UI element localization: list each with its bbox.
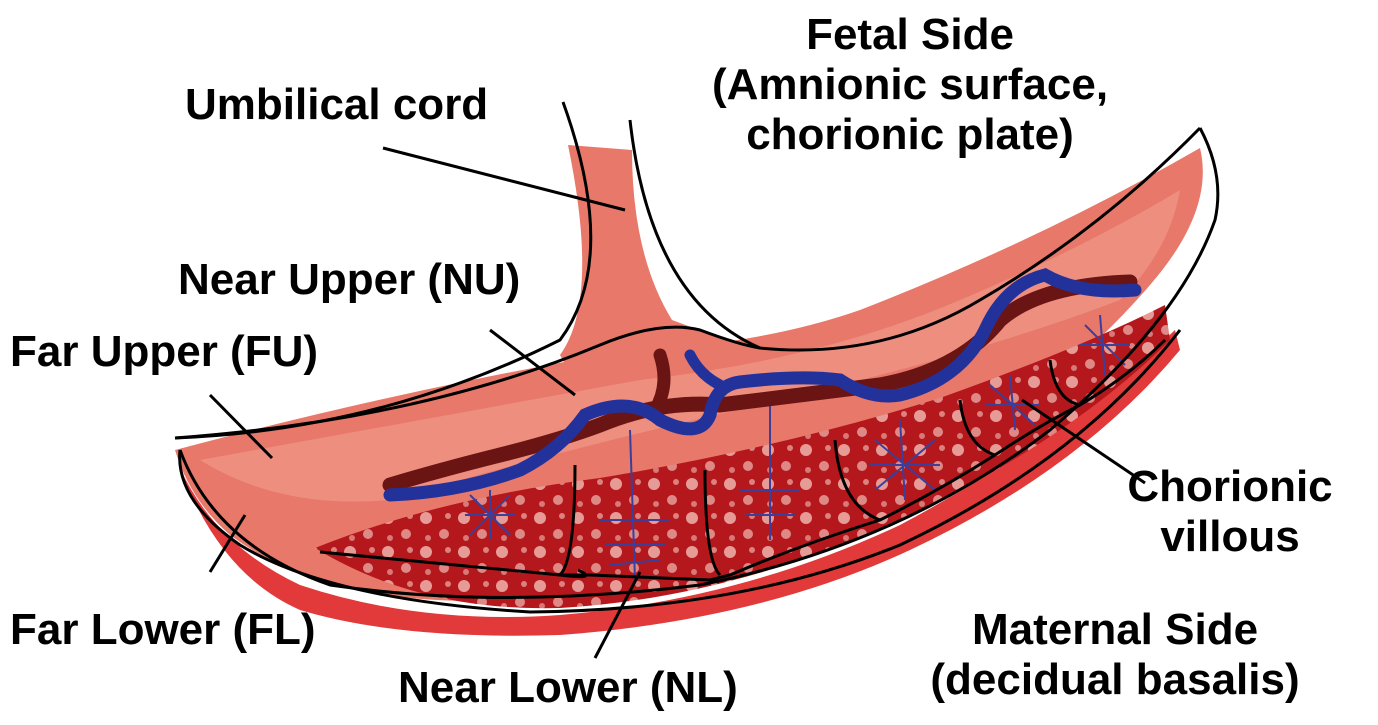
far-lower-label: Far Lower (FL) [10,605,316,655]
far-upper-label: Far Upper (FU) [10,327,318,377]
near-lower-label: Near Lower (NL) [398,663,738,713]
maternal-side-line1: (decidual basalis) [880,655,1350,705]
fetal-side-title: Fetal Side [640,10,1180,60]
umbilical-cord-label: Umbilical cord [185,80,488,130]
fetal-side-line2: chorionic plate) [640,110,1180,160]
maternal-side-title: Maternal Side [880,605,1350,655]
chorionic-villous-label: Chorionic villous [1120,462,1340,562]
fetal-side-label: Fetal Side (Amnionic surface, chorionic … [640,10,1180,160]
chorionic-villous-line1: Chorionic [1120,462,1340,512]
maternal-side-label: Maternal Side (decidual basalis) [880,605,1350,705]
chorionic-villous-line2: villous [1120,512,1340,562]
near-upper-label: Near Upper (NU) [178,255,520,305]
fetal-side-line1: (Amnionic surface, [640,60,1180,110]
